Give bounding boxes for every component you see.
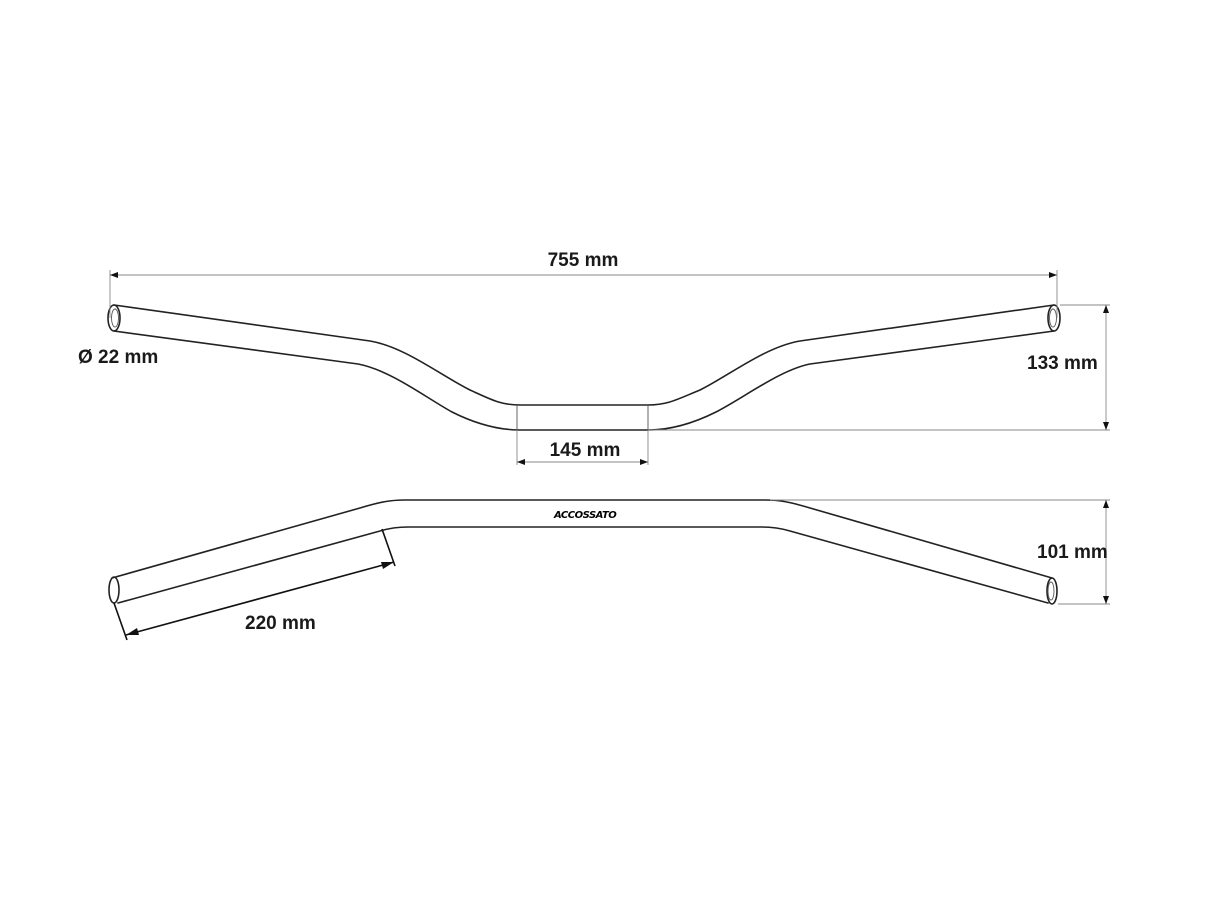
brand-logo: ACCOSSATO [553, 510, 617, 521]
diameter-label: Ø 22 mm [78, 347, 158, 368]
center-width-dimension [516, 430, 649, 465]
grip-length-line [125, 561, 395, 636]
top-view [108, 499, 1058, 605]
grip-length-dimension [113, 528, 396, 641]
grip-length-ext-right [381, 528, 396, 567]
front-view-right-end-inner [1049, 308, 1057, 328]
front-view-left-end [107, 304, 121, 332]
total-width-arrow-left [110, 272, 118, 278]
front-view [107, 304, 1061, 431]
grip-length-label: 220 mm [245, 613, 316, 634]
total-width-dimension [109, 270, 1058, 318]
center-width-label: 145 mm [550, 440, 621, 461]
total-width-label: 755 mm [548, 250, 619, 271]
rise-dimension [648, 304, 1110, 431]
rise-label: 133 mm [1027, 353, 1098, 374]
top-view-right-end [1046, 577, 1058, 605]
pullback-label: 101 mm [1037, 542, 1108, 563]
pullback-dimension [770, 499, 1110, 605]
top-view-right-end-inner [1047, 581, 1055, 601]
top-view-left-end [108, 576, 120, 604]
grip-length-arrow-left [126, 628, 139, 635]
total-width-arrow-right [1049, 272, 1057, 278]
pullback-arrow-top [1103, 500, 1109, 508]
pullback-arrow-bottom [1103, 596, 1109, 604]
top-view-bar-front [117, 526, 1049, 604]
rise-arrow-bottom [1103, 422, 1109, 430]
front-view-right-end [1047, 304, 1061, 332]
front-view-bar-top [113, 304, 1055, 406]
rise-arrow-top [1103, 305, 1109, 313]
center-width-arrow-left [517, 459, 525, 465]
front-view-bar-bottom [113, 330, 1055, 431]
center-width-arrow-right [640, 459, 648, 465]
grip-length-arrow-right [381, 562, 394, 569]
top-view-bar-back [111, 499, 1053, 579]
front-view-left-end-inner [111, 308, 119, 328]
grip-length-ext-left [113, 602, 128, 641]
